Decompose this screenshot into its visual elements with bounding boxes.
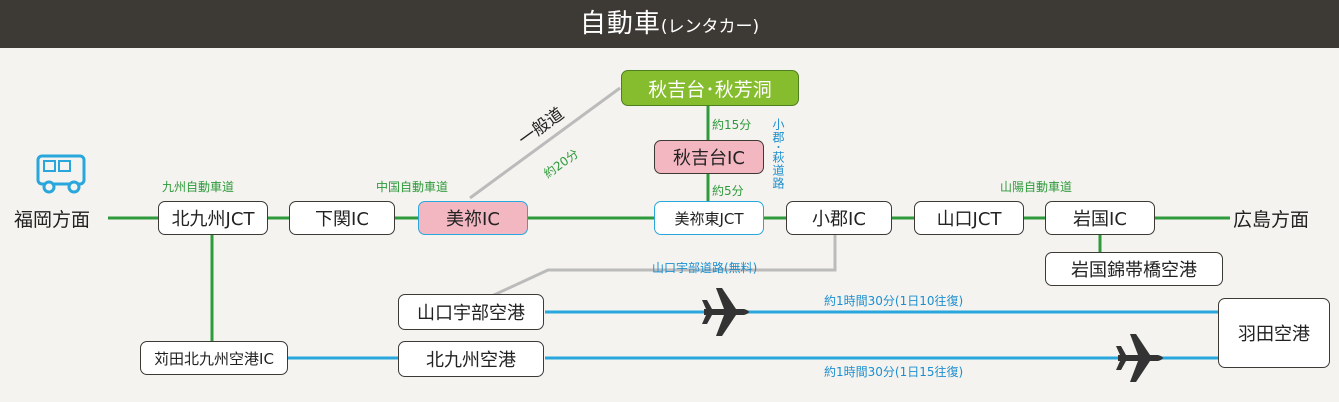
node-shimonoseki-ic: 下関IC	[289, 201, 395, 235]
label-about-5min: 約5分	[712, 184, 744, 198]
node-akiyoshidai-ic: 秋吉台IC	[654, 140, 764, 174]
label-ogori-hagi-road: 小郡･萩道路	[771, 118, 785, 191]
label-sanyo-expressway: 山陽自動車道	[1000, 180, 1073, 194]
node-iwakuni-ic: 岩国IC	[1045, 201, 1155, 235]
page-subtitle: (レンタカー)	[660, 17, 760, 37]
label-flight-ube: 約1時間30分(1日10往復)	[824, 294, 964, 308]
label-flight-kitakyushu: 約1時間30分(1日15往復)	[824, 365, 964, 379]
node-yamaguchi-jct: 山口JCT	[914, 201, 1024, 235]
route-line-general-road	[469, 86, 621, 200]
node-kanda-kitakyushu-airport-ic: 苅田北九州空港IC	[140, 341, 288, 375]
route-map	[36, 86, 1230, 382]
node-mine-ic: 美祢IC	[418, 201, 528, 235]
node-kitakyushu-jct: 北九州JCT	[158, 201, 268, 235]
label-kyushu-expressway: 九州自動車道	[162, 180, 235, 194]
label-yamaguchi-ube-road: 山口宇部道路(無料)	[652, 261, 758, 275]
endpoint-fukuoka: 福岡方面	[14, 209, 91, 231]
page-title: 自動車	[579, 9, 661, 39]
car-icon	[36, 154, 86, 194]
node-kitakyushu-airport: 北九州空港	[398, 341, 544, 377]
route-line-ube-road	[454, 233, 837, 315]
page-header: 自動車(レンタカー)	[0, 0, 1339, 48]
airplane-icon	[702, 288, 749, 336]
endpoint-hiroshima: 広島方面	[1233, 209, 1310, 231]
label-chugoku-expressway: 中国自動車道	[376, 180, 449, 194]
node-yamaguchi-ube-airport: 山口宇部空港	[398, 294, 544, 330]
airplane-icon	[1116, 334, 1163, 382]
node-haneda-airport: 羽田空港	[1218, 298, 1330, 368]
node-iwakuni-kintaikyo-airport: 岩国錦帯橋空港	[1045, 252, 1223, 286]
node-akiyoshidai-akiyoshido: 秋吉台･秋芳洞	[621, 70, 799, 106]
node-ogori-ic: 小郡IC	[786, 201, 892, 235]
node-mine-higashi-jct: 美祢東JCT	[654, 201, 764, 235]
label-about-15min: 約15分	[712, 118, 752, 132]
